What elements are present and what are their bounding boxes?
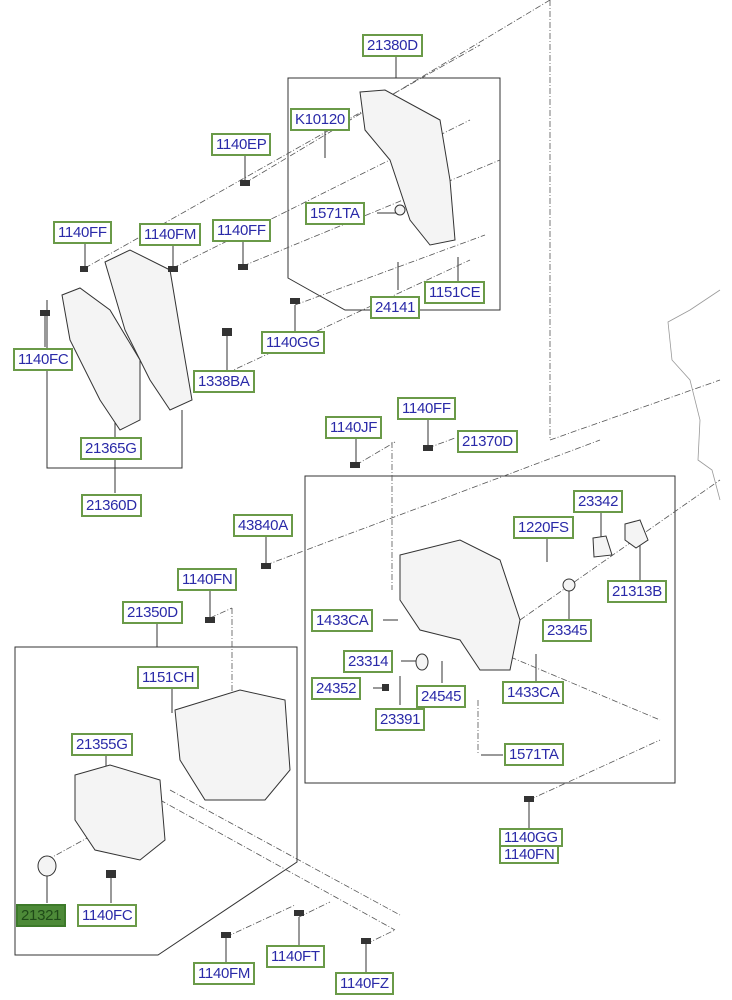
- part-label-23314[interactable]: 23314: [343, 650, 394, 673]
- nut-1338BA: [222, 328, 232, 336]
- sensor-21313B: [624, 519, 649, 549]
- part-label-21370D[interactable]: 21370D: [457, 430, 518, 453]
- part-label-21350D[interactable]: 21350D: [122, 601, 183, 624]
- bolt-43840A: [261, 563, 271, 569]
- bolt-1140FC: [40, 310, 50, 316]
- bolt-1140FN: [205, 617, 215, 623]
- part-label-24141[interactable]: 24141: [370, 296, 421, 319]
- part-label-1140FZ[interactable]: 1140FZ: [335, 972, 394, 995]
- part-label-1140FM-bottom[interactable]: 1140FM: [193, 962, 256, 985]
- part-label-21313B[interactable]: 21313B: [607, 580, 667, 603]
- part-label-1338BA[interactable]: 1338BA: [193, 370, 255, 393]
- engine-block-outline: [667, 289, 721, 501]
- part-label-1220FS[interactable]: 1220FS: [513, 516, 574, 539]
- part-label-23391[interactable]: 23391: [375, 708, 426, 731]
- part-label-1140FN[interactable]: 1140FN: [177, 568, 238, 591]
- plug-1571TA: [394, 204, 406, 216]
- valve-23342: [592, 535, 613, 558]
- part-label-24545[interactable]: 24545: [416, 685, 467, 708]
- part-label-1140FC-bottom[interactable]: 1140FC: [77, 904, 138, 927]
- bolt-1140FM: [168, 266, 178, 272]
- part-label-24352[interactable]: 24352: [311, 677, 362, 700]
- part-label-1433CA[interactable]: 1433CA: [311, 609, 374, 632]
- part-label-1140FF[interactable]: 1140FF: [53, 221, 112, 244]
- part-label-21360D[interactable]: 21360D: [81, 494, 142, 517]
- part-label-43840A[interactable]: 43840A: [233, 514, 293, 537]
- group-box-21350D: [14, 646, 298, 956]
- bolt-1140EP: [240, 180, 250, 186]
- part-label-1140FC[interactable]: 1140FC: [13, 348, 74, 371]
- group-box-oil-pump: [304, 475, 676, 784]
- front-case-gasket: [74, 764, 166, 861]
- oil-pump-housing: [399, 539, 521, 671]
- part-label-21380D[interactable]: 21380D: [362, 34, 423, 57]
- part-label-1140FT[interactable]: 1140FT: [266, 945, 325, 968]
- plug-24352: [382, 684, 389, 691]
- ring-23314: [415, 653, 429, 671]
- part-label-21321-selected[interactable]: 21321: [16, 904, 67, 927]
- part-label-1571TA-bottom[interactable]: 1571TA: [504, 743, 564, 766]
- bolt-1140FF-mid: [238, 264, 248, 270]
- bolt-1140JF: [350, 462, 360, 468]
- part-label-1140FN-bottom[interactable]: 1140FN: [499, 845, 560, 864]
- part-label-1140FF-mid[interactable]: 1140FF: [212, 219, 271, 242]
- upper-timing-cover: [359, 89, 456, 246]
- part-label-1151CE[interactable]: 1151CE: [424, 281, 486, 304]
- group-box-21380D: [287, 77, 501, 311]
- part-label-1140GG[interactable]: 1140GG: [261, 331, 325, 354]
- part-label-23345[interactable]: 23345: [542, 619, 593, 642]
- bolt-1140FZ: [361, 938, 371, 944]
- part-label-21365G[interactable]: 21365G: [80, 437, 142, 460]
- part-label-1571TA[interactable]: 1571TA: [305, 202, 365, 225]
- part-label-1433CA-right[interactable]: 1433CA: [502, 681, 565, 704]
- ring-23345: [562, 578, 576, 592]
- bolt-1140FF: [80, 266, 88, 272]
- part-label-K10120[interactable]: K10120: [290, 108, 350, 131]
- lower-timing-cover: [61, 287, 141, 431]
- part-label-1140EP[interactable]: 1140EP: [211, 133, 272, 156]
- bolt-1140GG: [290, 298, 300, 304]
- bolt-1140GG-bottom: [524, 796, 534, 802]
- part-label-1151CH[interactable]: 1151CH: [137, 666, 200, 689]
- bolt-1140FM-bottom: [221, 932, 231, 938]
- front-case: [174, 689, 291, 801]
- inner-timing-cover: [104, 249, 193, 411]
- part-label-21355G[interactable]: 21355G: [71, 733, 133, 756]
- part-label-1140FM[interactable]: 1140FM: [139, 223, 202, 246]
- bolt-1140FT: [294, 910, 304, 916]
- bolt-1140FF-right: [423, 445, 433, 451]
- oil-seal-21321: [37, 855, 57, 877]
- bolt-1140FC-bottom: [106, 870, 116, 878]
- part-label-1140JF[interactable]: 1140JF: [325, 416, 383, 439]
- part-label-23342[interactable]: 23342: [573, 490, 624, 513]
- part-label-1140FF-right[interactable]: 1140FF: [397, 397, 456, 420]
